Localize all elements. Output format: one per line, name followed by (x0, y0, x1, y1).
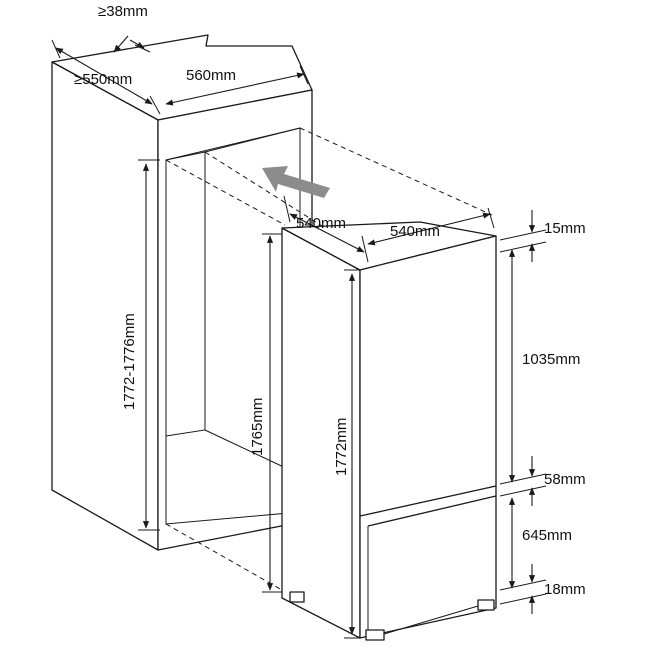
arrow-up-left-icon (262, 166, 330, 198)
niche-back-edge (165, 151, 206, 437)
label-appliance-height: 1772mm (333, 418, 350, 476)
niche-ceiling-edge (204, 127, 301, 153)
label-cabinet-width: 560mm (186, 67, 236, 84)
label-bottom-gap: 18mm (544, 581, 586, 598)
label-cabinet-depth: ≥550mm (74, 71, 132, 88)
foot-rear-left (289, 591, 305, 603)
lower-door-top-edge (367, 495, 497, 527)
dimension-lines (51, 35, 547, 639)
label-appliance-depth: 540mm (296, 215, 346, 232)
label-top-gap: 15mm (544, 220, 586, 237)
label-appliance-width: 540mm (390, 223, 440, 240)
label-door-gap: 58mm (544, 471, 586, 488)
cabinet (51, 34, 313, 551)
niche-floor-edge (204, 429, 291, 471)
appliance (281, 221, 497, 641)
appliance-front-face (359, 235, 497, 639)
foot-front-left (365, 629, 385, 641)
upper-door-bottom-edge (359, 485, 497, 517)
dimension-labels: ≥38mm ≥550mm 560mm 1772-1776mm 540mm 540… (74, 3, 586, 598)
label-side-height: 1765mm (249, 398, 266, 456)
label-niche-height: 1772-1776mm (121, 313, 138, 410)
plinth-edge (383, 605, 479, 635)
label-upper-door: 1035mm (522, 351, 580, 368)
cabinet-side-face (51, 61, 159, 551)
label-lower-door: 645mm (522, 527, 572, 544)
label-vent-gap: ≥38mm (98, 3, 148, 20)
foot-front-right (477, 599, 495, 611)
